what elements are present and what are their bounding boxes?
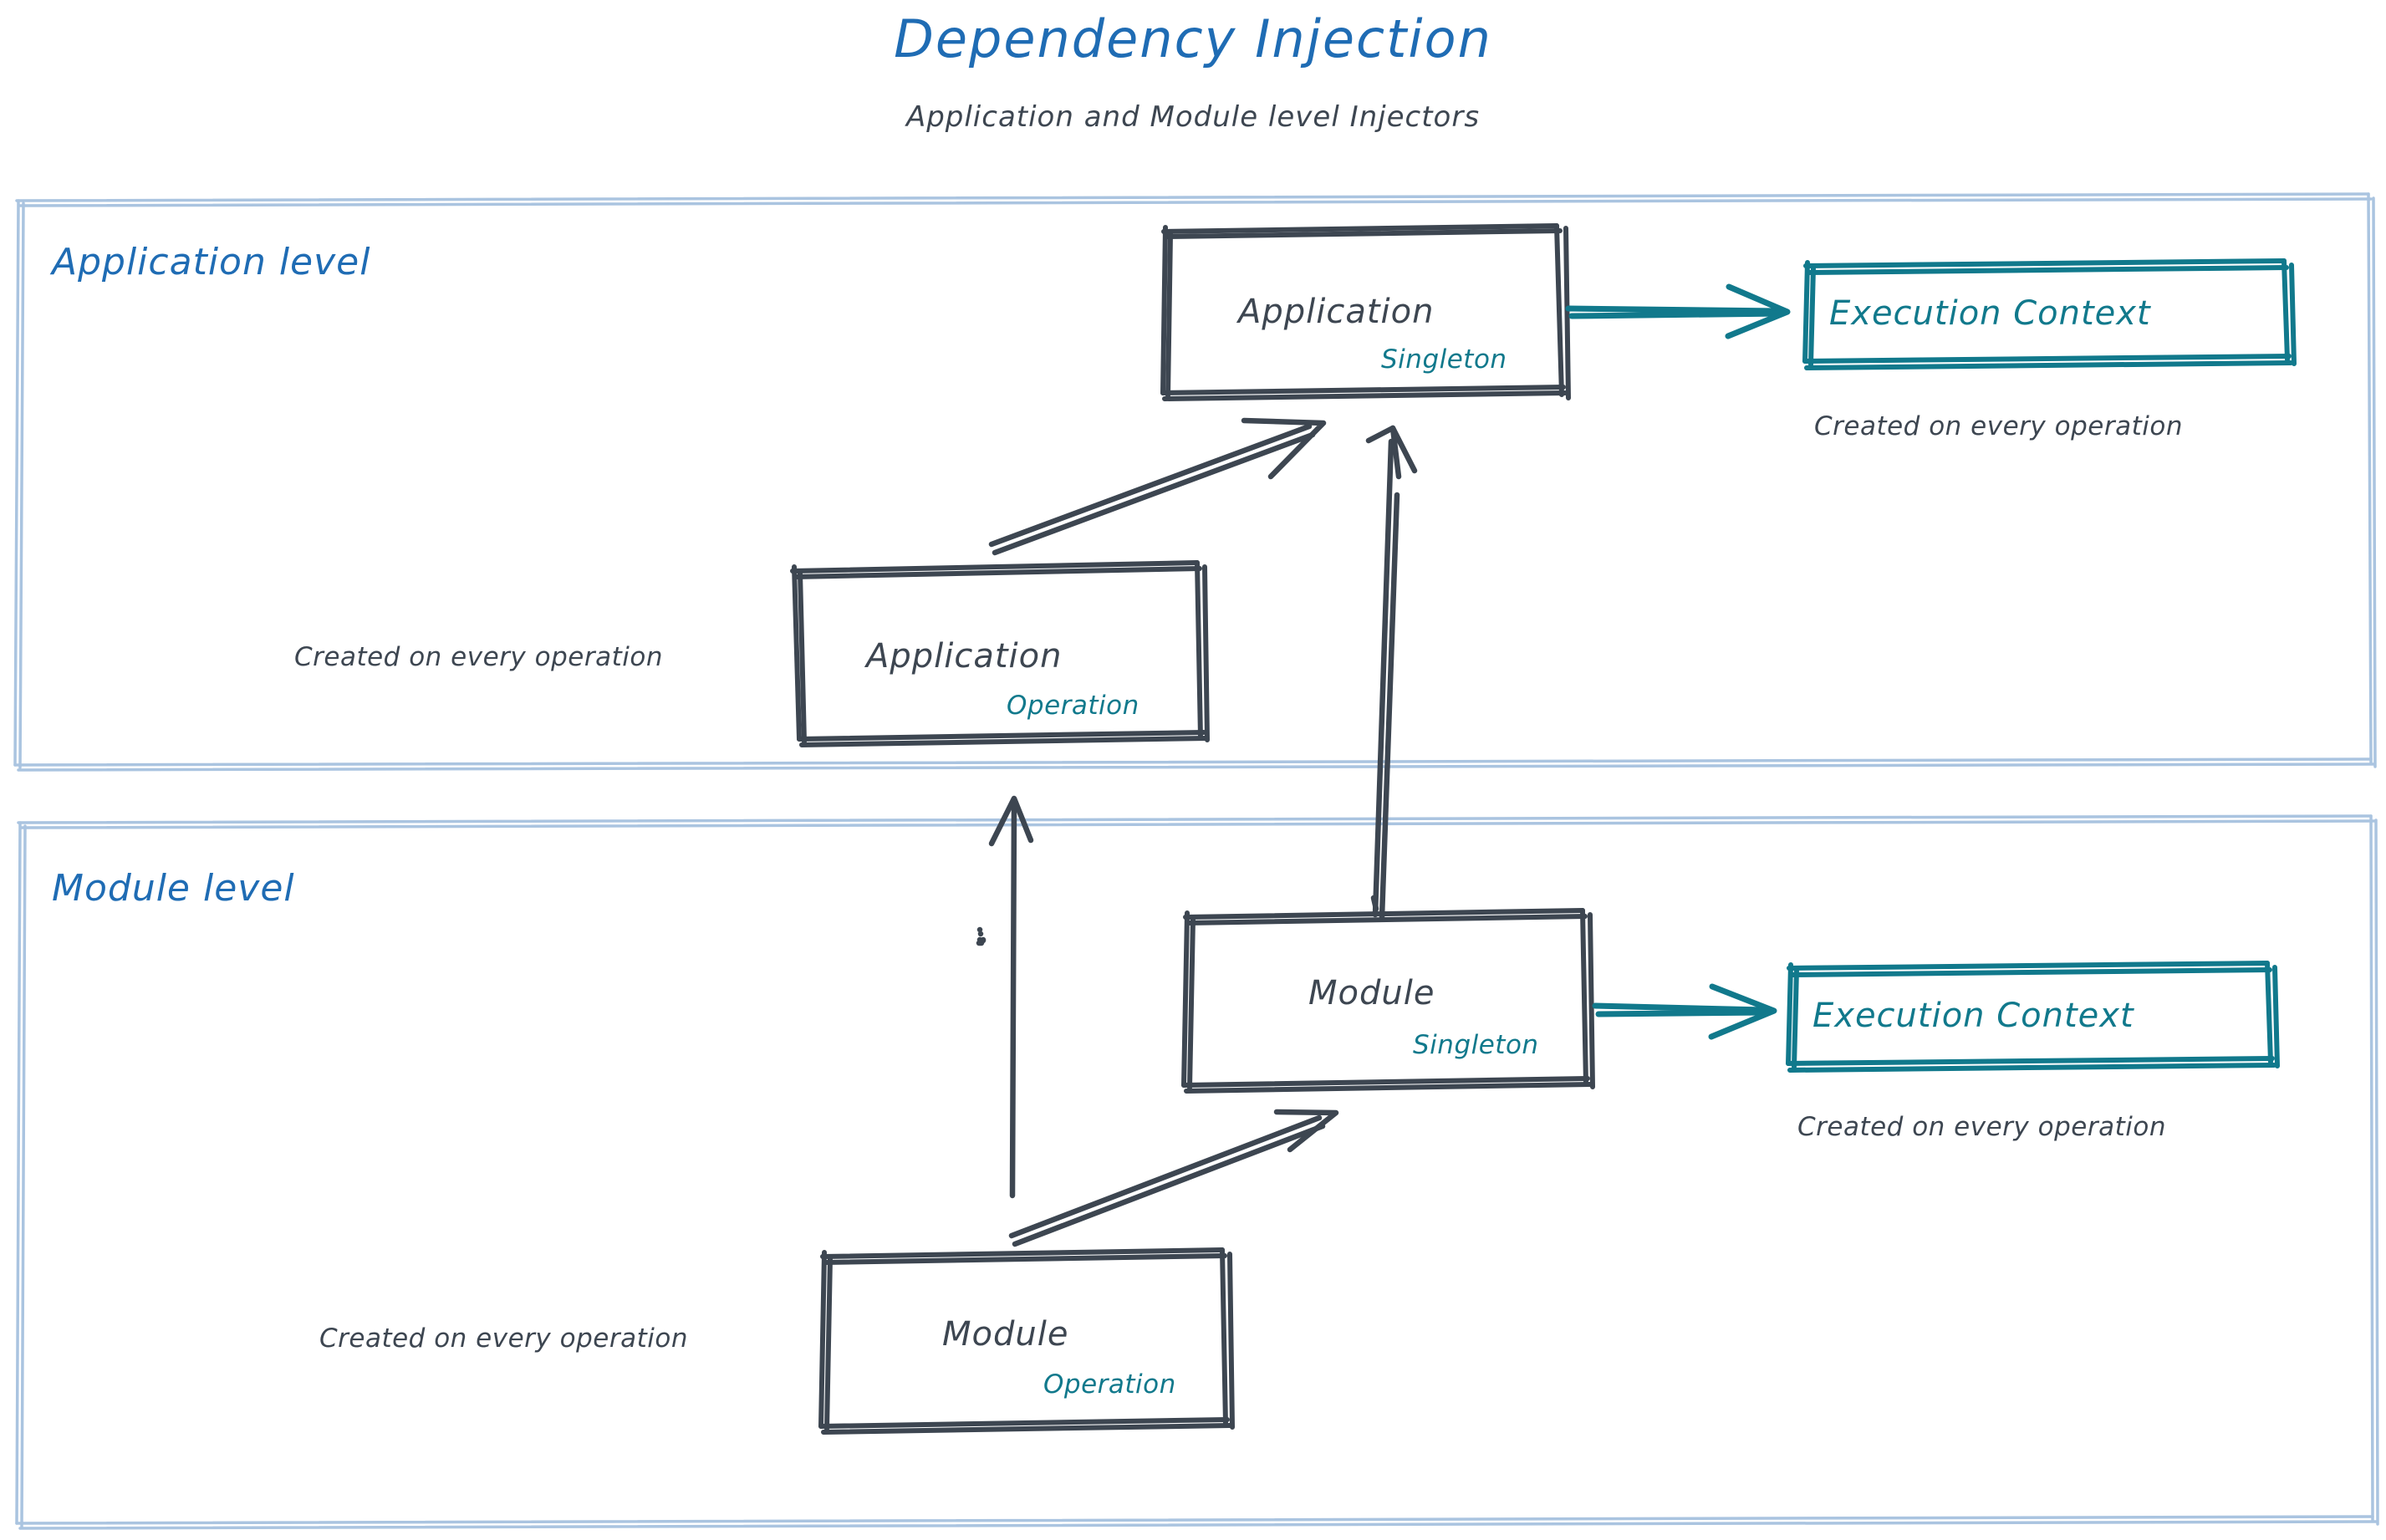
zone-label-module-level: Module level [52,867,295,910]
caption-application-operation: Created on every operation [294,642,663,672]
edge-module-singleton-to-execution-context [1592,983,1777,1040]
node-scope-application-singleton: Singleton [1381,344,1507,375]
edge-app-singleton-to-execution-context [1565,283,1791,339]
node-scope-module-operation: Operation [1043,1369,1176,1400]
caption-execution-context-module: Created on every operation [1797,1112,2166,1142]
edge-module-operation-to-module-singleton [1008,1109,1339,1247]
context-title-application: Execution Context [1829,294,2151,333]
node-title-application-operation: Application [866,637,1063,676]
node-title-application-singleton: Application [1238,293,1435,331]
page-title: Dependency Injection [894,8,1492,69]
zone-label-application-level: Application level [52,241,371,283]
edge-module-operation-to-app-operation [988,795,1034,1199]
caption-module-operation: Created on every operation [319,1323,688,1354]
node-scope-application-operation: Operation [1007,691,1139,721]
node-title-module-singleton: Module [1308,974,1435,1012]
edge-module-singleton-to-app-singleton [1365,425,1418,920]
context-title-module: Execution Context [1812,997,2134,1035]
page-subtitle: Application and Module level Injectors [905,100,1481,134]
caption-execution-context-application: Created on every operation [1814,411,2183,441]
node-title-module-operation: Module [942,1315,1069,1354]
node-scope-module-singleton: Singleton [1413,1030,1539,1060]
